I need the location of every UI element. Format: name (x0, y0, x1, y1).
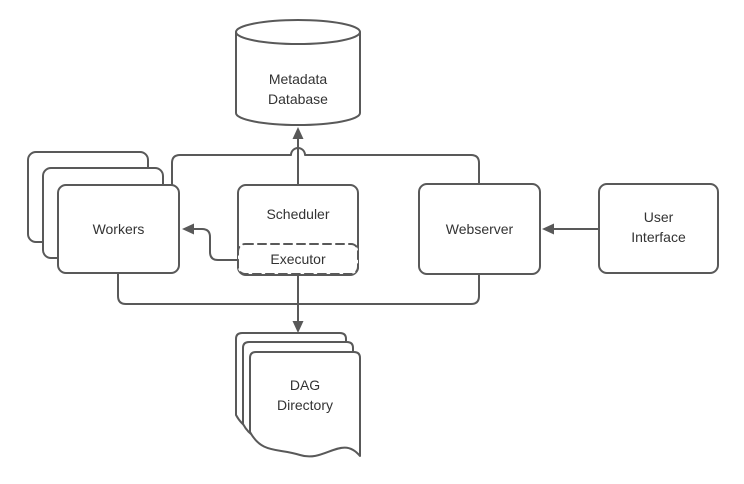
edge-layer (117, 138, 600, 323)
scheduler-node (237, 184, 359, 276)
edge-executor-to-workers (193, 228, 239, 261)
arrowhead-to-dag-directory (292, 321, 304, 333)
executor-box (237, 243, 359, 275)
workers-box-front (57, 184, 180, 274)
database-cylinder-rim (235, 31, 361, 45)
database-cylinder-body (235, 19, 361, 126)
user-interface-box (598, 183, 719, 274)
dag-document-front (249, 351, 361, 458)
metadata-database-node (235, 19, 361, 126)
dag-directory-node (235, 332, 361, 458)
arrowhead-to-webserver (542, 223, 554, 235)
arrowhead-to-workers (182, 223, 194, 235)
webserver-box (418, 183, 541, 275)
edge-top-bus (171, 147, 480, 187)
arrowhead-to-database (292, 127, 304, 139)
arrowhead-layer (182, 127, 554, 333)
workers-node (27, 151, 180, 274)
